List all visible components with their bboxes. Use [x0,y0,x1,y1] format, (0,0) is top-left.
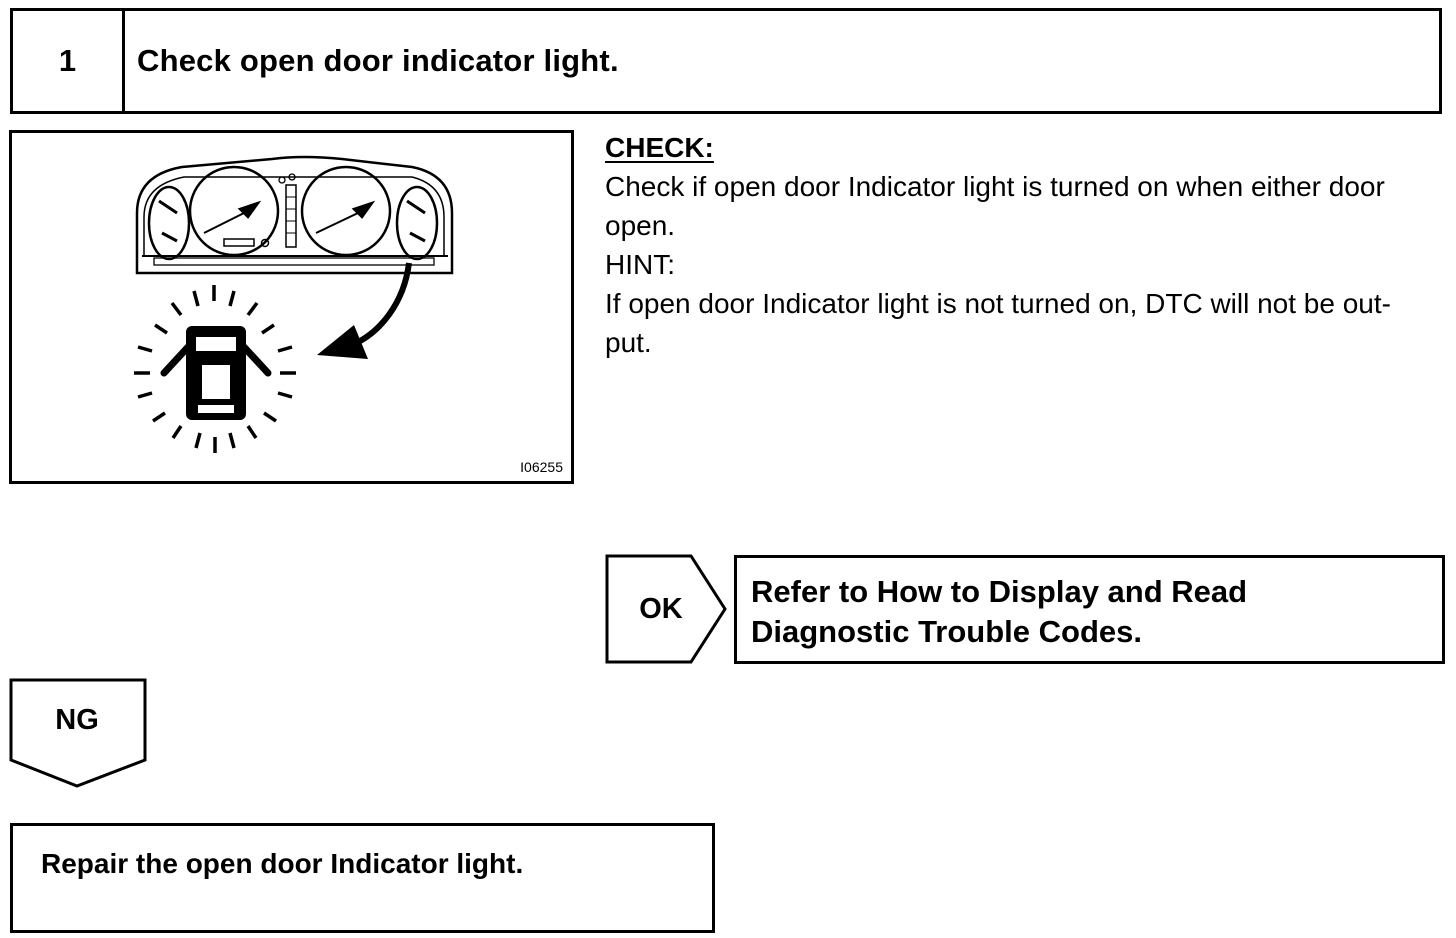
ok-result-line: Refer to How to Display and Read [751,574,1248,609]
open-door-warning-icon [134,285,296,453]
pointer-arrow-icon [317,262,412,359]
hint-line: If open door Indicator light is not turn… [605,288,1391,319]
illustration-drawing [134,155,454,453]
hint-line: put. [605,327,652,358]
combination-meter-icon [135,155,454,275]
ok-arrow-box [605,554,727,664]
ok-label: OK [639,592,683,625]
ng-label: NG [55,703,99,736]
ok-result-line: Diagnostic Trouble Codes. [751,614,1142,649]
check-heading: CHECK: [605,132,714,163]
check-line: open. [605,210,676,241]
hint-label: HINT: [605,249,675,280]
check-section: CHECK: Check if open door Indicator ligh… [605,128,1451,362]
ng-arrow-box [9,678,147,788]
check-line: Check if open door Indicator light is tu… [605,171,1385,202]
repair-box: Repair the open door Indicator light. [10,823,715,933]
step-title: Check open door indicator light. [137,43,619,78]
step-number: 1 [13,11,125,111]
step-header: 1 Check open door indicator light. [10,8,1442,114]
ok-result-box: Refer to How to Display and Read Diagnos… [734,555,1445,664]
illustration: I06255 [9,130,574,484]
figure-id: I06255 [520,459,563,475]
